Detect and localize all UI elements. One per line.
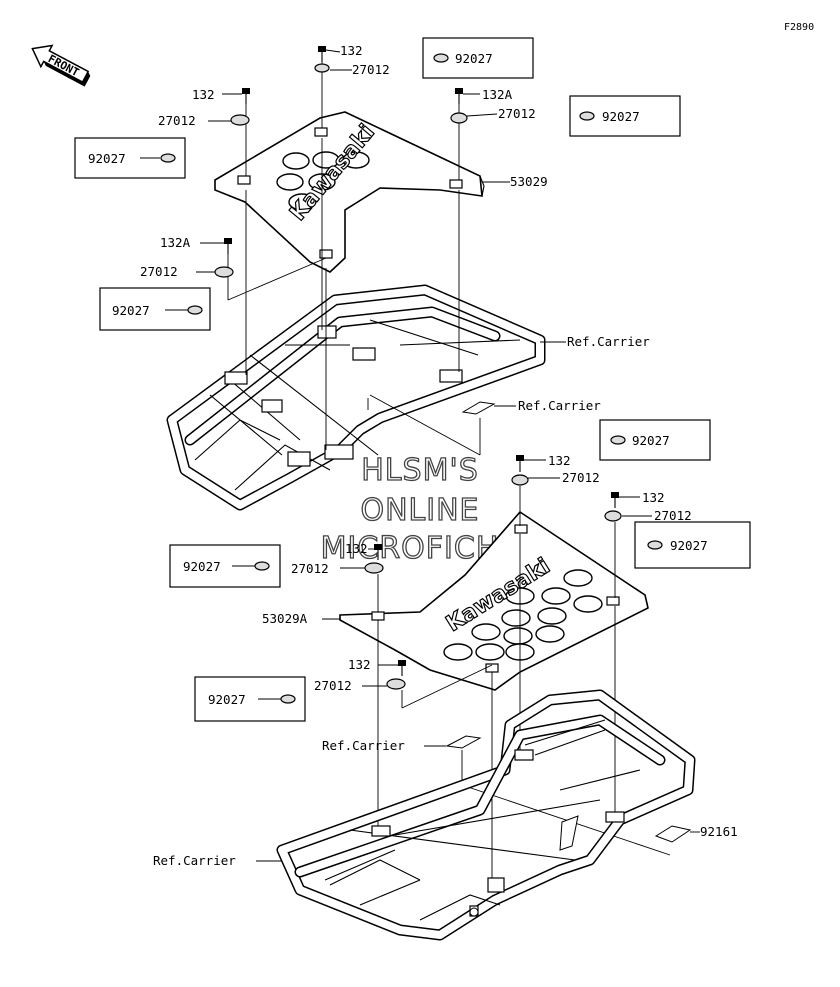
upper-trim-strip [461,401,516,415]
label-27012: 27012 [352,62,390,77]
box-92027-g: 92027 [169,544,281,588]
label-53029: 53029 [510,174,548,189]
label-ref-carrier: Ref.Carrier [322,738,405,753]
part-92161-strip [654,825,700,843]
upper-fasteners [196,46,510,278]
upper-leader-lines [227,60,481,456]
front-arrow-icon: FRONT [31,44,91,87]
label-ref-carrier: Ref.Carrier [518,398,601,413]
watermark-line-2: ONLINE [360,493,479,528]
label-92027: 92027 [112,303,150,318]
lower-trim-strip [424,735,482,749]
label-132A: 132A [160,235,191,250]
box-92027-a: 92027 [422,37,534,79]
lower-carrier-frame [276,689,696,941]
label-27012: 27012 [314,678,352,693]
label-27012: 27012 [654,508,692,523]
label-132A: 132A [482,87,513,102]
label-27012: 27012 [562,470,600,485]
label-92027: 92027 [602,109,640,124]
label-92027: 92027 [88,151,126,166]
label-132: 132 [340,43,363,58]
label-132: 132 [548,453,571,468]
label-132: 132 [345,541,368,556]
watermark: HLSM'S ONLINE MICROFICHE [320,452,519,566]
box-92027-e: 92027 [599,419,711,461]
label-92027: 92027 [632,433,670,448]
label-132: 132 [642,490,665,505]
label-132: 132 [192,87,215,102]
lower-fasteners [322,455,652,690]
upper-carrier-frame [166,284,546,511]
box-92027-f: 92027 [634,521,751,569]
label-92161: 92161 [700,824,738,839]
watermark-line-1: HLSM'S [361,453,479,488]
lower-rack-plate-53029A: Kawasaki [339,510,649,691]
box-92027-c: 92027 [74,137,186,179]
label-53029A: 53029A [262,611,308,626]
label-92027: 92027 [670,538,708,553]
label-92027: 92027 [208,692,246,707]
label-132: 132 [348,657,371,672]
diagram-code: F2890 [784,22,814,33]
label-27012: 27012 [140,264,178,279]
box-92027-b: 92027 [569,95,681,137]
box-92027-h: 92027 [194,676,306,722]
box-92027-d: 92027 [99,287,211,331]
label-92027: 92027 [455,51,493,66]
label-27012: 27012 [291,561,329,576]
upper-rack-plate-53029: Kawasaki [214,111,485,273]
label-27012: 27012 [498,106,536,121]
label-ref-carrier: Ref.Carrier [153,853,236,868]
label-ref-carrier: Ref.Carrier [567,334,650,349]
label-92027: 92027 [183,559,221,574]
label-27012: 27012 [158,113,196,128]
